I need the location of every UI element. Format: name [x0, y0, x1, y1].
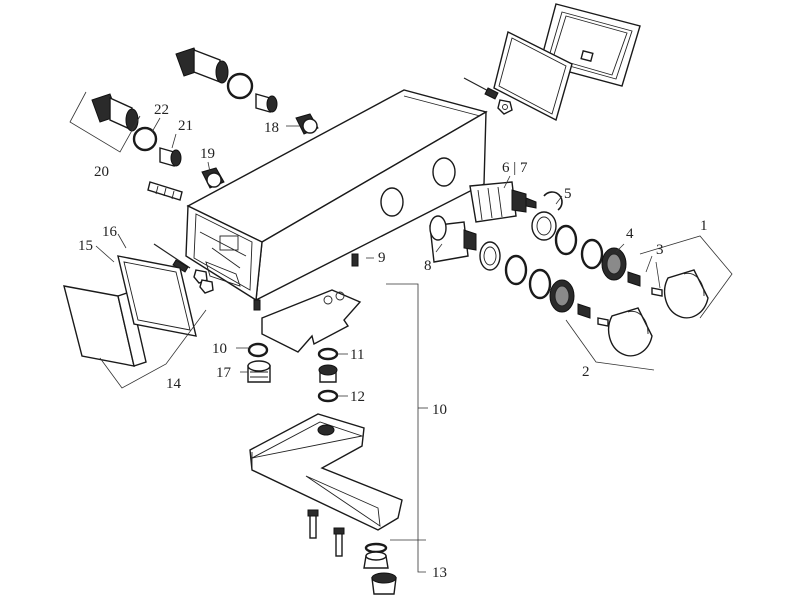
thermostat-body: [185, 89, 488, 311]
label-3: 3: [656, 242, 664, 258]
label-4: 4: [626, 226, 634, 242]
label-10-ring: 10: [212, 341, 227, 357]
rings-cart-lower: [479, 241, 552, 300]
bracket-1: [639, 235, 733, 319]
ring-11: [317, 347, 339, 361]
label-8: 8: [424, 258, 432, 274]
gasket-plate: [261, 289, 362, 353]
screw-top: [463, 77, 513, 115]
knob-2: [607, 307, 653, 357]
glass-plate-15: [63, 285, 147, 367]
ring-10: [247, 342, 269, 358]
pin-lower: [577, 303, 609, 327]
screw-16: [153, 243, 214, 294]
label-12: 12: [350, 389, 365, 405]
anchor-plug: [147, 181, 183, 201]
bracket-14: [99, 309, 207, 389]
label-2: 2: [582, 364, 590, 380]
ring-22: [132, 126, 158, 152]
knob-1: [663, 269, 709, 319]
pin-9: [351, 253, 359, 267]
ring-cart-upper: [531, 211, 604, 270]
spout-screws: [307, 509, 345, 557]
label-17: 17: [216, 365, 232, 381]
label-15: 15: [78, 238, 93, 254]
cartridge-8: [429, 215, 477, 263]
label-1: 1: [700, 218, 708, 234]
knob-ring-lower: [549, 279, 575, 313]
label-9: 9: [378, 250, 386, 266]
aerator-13: [363, 542, 397, 595]
valve-18: [295, 113, 319, 135]
nipple-21: [159, 147, 182, 167]
label-19: 19: [200, 146, 215, 162]
connector-upper: [175, 47, 278, 113]
label-13: 13: [432, 565, 447, 581]
label-14: 14: [166, 376, 182, 392]
label-6-7: 6 | 7: [502, 160, 528, 176]
nipple-17: [247, 360, 271, 383]
label-18: 18: [264, 120, 279, 136]
spout: [249, 413, 403, 531]
pin-3: [627, 271, 663, 297]
label-20: 20: [94, 164, 109, 180]
label-16: 16: [102, 224, 118, 240]
bracket-20: [69, 91, 141, 153]
leader-lines: [95, 117, 661, 573]
valve-19: [201, 167, 225, 189]
connector-20: [91, 93, 139, 132]
label-10-spout: 10: [432, 402, 447, 418]
bracket-2: [565, 319, 655, 371]
cartridge-6-7: [469, 181, 537, 223]
cover-plate-top: [493, 30, 573, 122]
label-22: 22: [154, 102, 169, 118]
frame-16: [117, 255, 197, 337]
knob-ring-4: [601, 247, 627, 281]
label-11: 11: [350, 347, 364, 363]
clip-5: [543, 191, 563, 211]
label-5: 5: [564, 186, 572, 202]
part-labels: 1 2 3 4 5 6 | 7 8 9 10 10 11 12 13 14 15…: [78, 102, 708, 581]
label-21: 21: [178, 118, 193, 134]
ring-12: [317, 389, 339, 403]
nipple-11: [318, 364, 338, 383]
